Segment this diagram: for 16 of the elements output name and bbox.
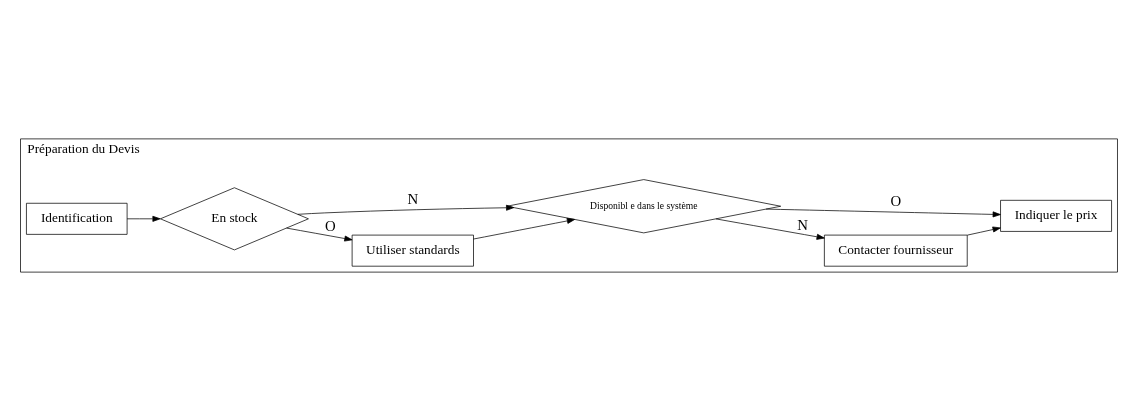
node-box: Contacter fournisseur [824, 234, 968, 267]
arrow [286, 227, 353, 241]
arrow [715, 218, 825, 240]
edge-label: N [407, 190, 419, 207]
edge-label: O [890, 192, 902, 209]
arrow [126, 215, 161, 222]
node-box: Indiquer le prix [1000, 199, 1112, 232]
arrow [765, 208, 1001, 217]
arrow [966, 226, 1001, 235]
edge-label: N [797, 216, 808, 233]
arrow [473, 217, 576, 239]
node-diamond: En stock [160, 186, 309, 250]
node-box: Utiliser standards [351, 234, 474, 267]
arrow [297, 204, 515, 215]
edge-label: O [324, 217, 336, 234]
node-box: Identification [26, 202, 128, 235]
